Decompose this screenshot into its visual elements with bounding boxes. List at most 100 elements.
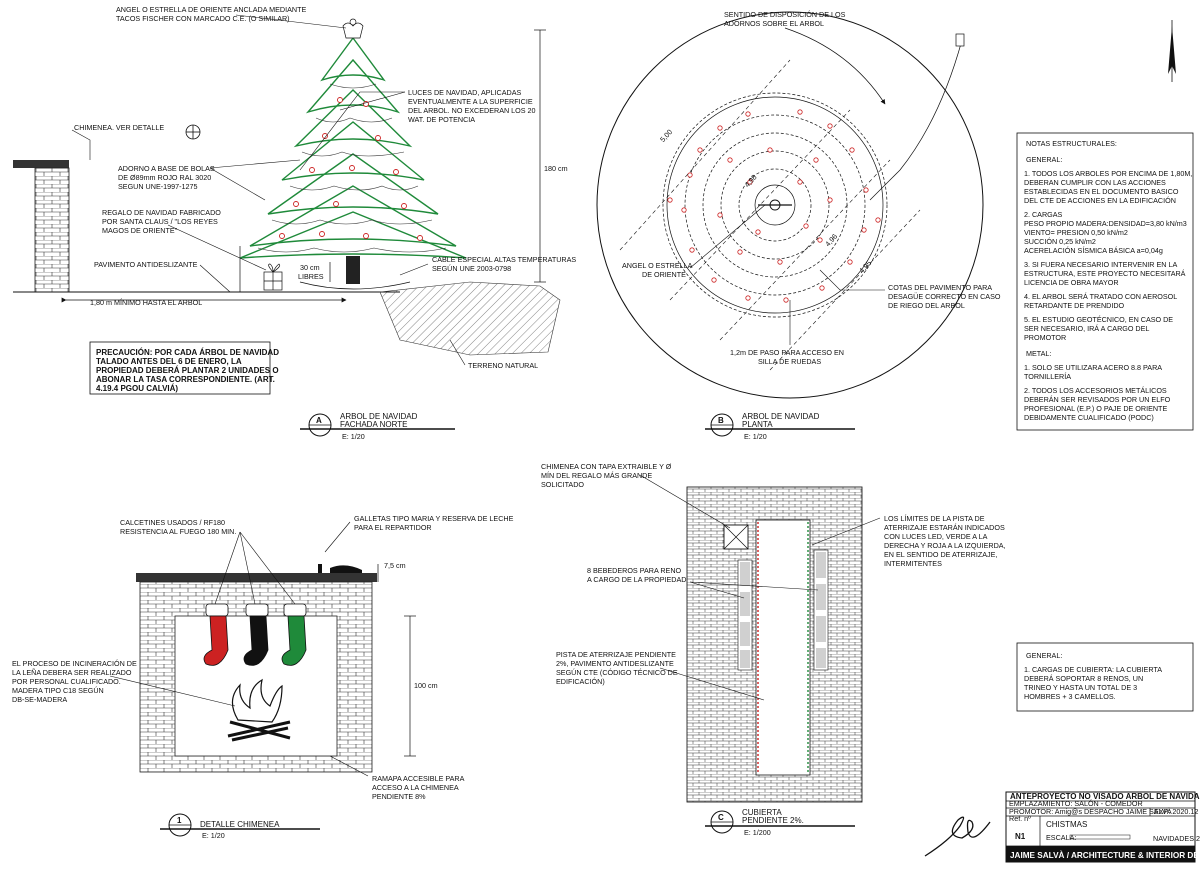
roof-plan-c: CHIMENEA CON TAPA EXTRAIBLE Y Ø MÍN DEL … (541, 462, 1006, 837)
note-3-l2: ESTRUCTURA, ESTE PROYECTO NECESITARÁ (1024, 269, 1186, 278)
cable-label-2: SEGÚN UNE 2003-0798 (432, 264, 511, 273)
lights-label-4: WAT. DE POTENCIA (408, 115, 475, 124)
limits-label-3: CON LUCES LED, VERDE A LA (884, 532, 988, 541)
roof-chimney-label-2: MÍN DEL REGALO MÁS GRANDE (541, 471, 652, 480)
roof-chimney-icon (723, 524, 749, 550)
notes-general: GENERAL: (1026, 155, 1062, 164)
cookies-label-2: PARA EL REPARTIDOR (354, 523, 432, 532)
runway-label-2: 2%, PAVIMENTO ANTIDESLIZANTE (556, 659, 674, 668)
tb-firm: JAIME SALVÀ / ARCHITECTURE & INTERIOR DE… (1010, 850, 1200, 860)
socks-label-1: CALCETINES USADOS / RF180 (120, 518, 225, 527)
tb-promoter: PROMOTOR: Amig@s DESPACHO JAIME SALVÀ (1009, 807, 1172, 816)
note-5-l2: SER NECESARIO, IRÁ A CARGO DEL (1024, 324, 1149, 333)
roof-chimney-label-3: SOLICITADO (541, 480, 584, 489)
north-arrow-icon (1168, 20, 1176, 82)
gift-label-1: REGALO DE NAVIDAD FABRICADO (102, 208, 221, 217)
title-c-line-1: CUBIERTA (742, 808, 782, 817)
section-ref-icon (185, 124, 201, 140)
title-c-letter: C (718, 813, 724, 822)
note-1-l3: ESTABLECIDAS EN EL DOCUMENTO BASICO (1024, 187, 1179, 196)
precaution-line-3: PROPIEDAD DEBERÁ PLANTAR 2 UNIDADES O (96, 366, 279, 375)
notes2-general: GENERAL: (1026, 651, 1062, 660)
cookies-label-1: GALLETAS TIPO MARIA Y RESERVA DE LECHE (354, 514, 514, 523)
metal-2-l1: 2. TODOS LOS ACCESORIOS METÁLICOS (1024, 386, 1167, 395)
note-2-l4: SUCCIÓN 0,25 kN/m2 (1024, 237, 1096, 246)
sock-black-icon (243, 603, 269, 666)
runway-label-1: PISTA DE ATERRIZAJE PENDIENTE (556, 650, 676, 659)
angel-icon (342, 18, 364, 39)
roof-notes: GENERAL: 1. CARGAS DE CUBIERTA: LA CUBIE… (1016, 642, 1194, 712)
title-block: ANTEPROYECTO NO VISADO ARBOL DE NAVIDAD … (924, 791, 1200, 863)
note-1-l4: DEL CTE DE ACCIONES EN LA EDIFICACIÓN (1024, 196, 1176, 205)
slope-label-1: COTAS DEL PAVIMENTO PARA (888, 283, 992, 292)
plan-angel-label-2: DE ORIENTE (642, 270, 686, 279)
notes-heading: NOTAS ESTRUCTURALES: (1026, 139, 1117, 148)
title-a-letter: A (316, 416, 322, 425)
chimney-ref-label: CHIMENEA. VER DETALLE (74, 123, 164, 132)
lights-label-3: DEL ARBOL. NO EXCEDERAN LOS 20 (408, 106, 536, 115)
tb-project: ANTEPROYECTO NO VISADO ARBOL DE NAVIDAD … (1010, 792, 1200, 801)
balls-label-2: DE Ø89mm ROJO RAL 3020 (118, 173, 211, 182)
precaution-box (89, 341, 271, 395)
dim-100cm: 100 cm (414, 681, 438, 690)
notes2-l3: TRINEO Y HASTA UN TOTAL DE 3 (1024, 683, 1137, 692)
runway-label-3: SEGÚN CTE (CÓDIGO TÉCNICO DE (556, 668, 678, 677)
precaution-line-5: 4.19.4 PGOU CALVIÁ) (96, 384, 178, 393)
terrain-label: TERRENO NATURAL (468, 361, 538, 370)
tb-scale-label: ESCALA: (1046, 833, 1076, 842)
dim-75cm: 7,5 cm (384, 561, 406, 570)
min-distance-dimension: 1,80 m MÍNIMO HASTA EL ARBOL (90, 298, 202, 307)
pavement-label: PAVIMENTO ANTIDESLIZANTE (94, 260, 198, 269)
elevation-a: 180 cm 1,80 m MÍNIMO HASTA EL ARBOL 30 c… (13, 5, 576, 441)
socks-label-2: RESISTENCIA AL FUEGO 180 MIN. (120, 527, 236, 536)
notes2-l2: DEBERÁ SOPORTAR 8 RENOS, UN (1024, 674, 1143, 683)
lights-label-2: EVENTUALMENTE A LA SUPERFICIE (408, 97, 533, 106)
title-a: A ARBOL DE NAVIDAD FACHADA NORTE E: 1/20 (300, 412, 455, 441)
note-4-l1: 4. EL ARBOL SERÁ TRATADO CON AEROSOL (1024, 292, 1177, 301)
fire-label-2: LA LEÑA DEBERA SER REALIZADO (12, 668, 132, 677)
title-b-letter: B (718, 416, 724, 425)
tb-ref-label: Ref. nº (1009, 814, 1031, 823)
title-1-number: 1 (177, 816, 182, 825)
cable-label-1: CABLE ESPECIAL ALTAS TEMPERATURAS (432, 255, 576, 264)
metal-2-l2: DEBERÁN SER REVISADOS POR UN ELFO (1024, 395, 1171, 404)
metal-2-l4: DEBIDAMENTE CUALIFICADO (PODC) (1024, 413, 1154, 422)
title-c-line-2: PENDIENTE 2%. (742, 816, 804, 825)
note-1-l1: 1. TODOS LOS ARBOLES POR ENCIMA DE 1,80M… (1024, 169, 1192, 178)
clearance-label-1: 30 cm (300, 263, 320, 272)
access-label-2: SILLA DE RUEDAS (758, 357, 821, 366)
troughs-label-2: A CARGO DE LA PROPIEDAD (587, 575, 686, 584)
tb-drawing: CHISTMAS (1046, 820, 1087, 829)
tb-exp: EXP: 2020.12 (1154, 807, 1198, 816)
note-5-l3: PROMOTOR (1024, 333, 1066, 342)
sock-red-icon (203, 603, 229, 666)
gift-label-3: MAGOS DE ORIENTE" (102, 226, 178, 235)
balls-label-1: ADORNO A BASE DE BOLAS (118, 164, 215, 173)
notes2-l4: HOMBRES + 3 CAMELLOS. (1024, 692, 1116, 701)
direction-label-2: ADORNOS SOBRE EL ARBOL (724, 19, 824, 28)
christmas-tree-icon (239, 36, 467, 259)
ramp-label-1: RAMAPA ACCESIBLE PARA (372, 774, 465, 783)
balls-label-3: SEGUN UNE-1997-1275 (118, 182, 198, 191)
plan-dim-1: 5,00 (658, 127, 674, 143)
limits-label-6: INTERMITENTES (884, 559, 942, 568)
terrain-hatch (379, 281, 561, 356)
precaution-line-1: PRECAUCIÓN: POR CADA ÁRBOL DE NAVIDAD (96, 348, 279, 357)
plan-angel-label-1: ANGEL O ESTRELLA (622, 261, 693, 270)
title-1-scale: E: 1/20 (202, 831, 225, 840)
note-3-l1: 3. SI FUERA NECESARIO INTERVENIR EN LA (1024, 260, 1177, 269)
lights-label-1: LUCES DE NAVIDAD, APLICADAS (408, 88, 522, 97)
precaution-line-4: ABONAR LA TASA CORRESPONDIENTE. (ART. (96, 375, 275, 384)
limits-label-2: ATERRIZAJE ESTARÁN INDICADOS (884, 523, 1005, 532)
metal-2-l3: PROFESIONAL (E.P.) O PAJE DE ORIENTE (1024, 404, 1167, 413)
plan-b: 5,00 4,98 4,96 4,95 SENTIDO DE DISPOSICI… (596, 10, 1001, 441)
gift-icon (263, 263, 283, 291)
fire-label-1: EL PROCESO DE INCINERACIÓN DE (12, 659, 137, 668)
title-b: B ARBOL DE NAVIDAD PLANTA E: 1/20 (705, 412, 855, 441)
slope-label-3: DE RIEGO DEL ARBOL (888, 301, 965, 310)
elevation-chimney (13, 160, 70, 293)
metal-1-l2: TORNILLERÍA (1024, 372, 1071, 381)
slope-label-2: DESAGÜE CORRECTO EN CASO (888, 292, 1001, 301)
ramp-label-2: ACCESO A LA CHIMENEA (372, 783, 459, 792)
